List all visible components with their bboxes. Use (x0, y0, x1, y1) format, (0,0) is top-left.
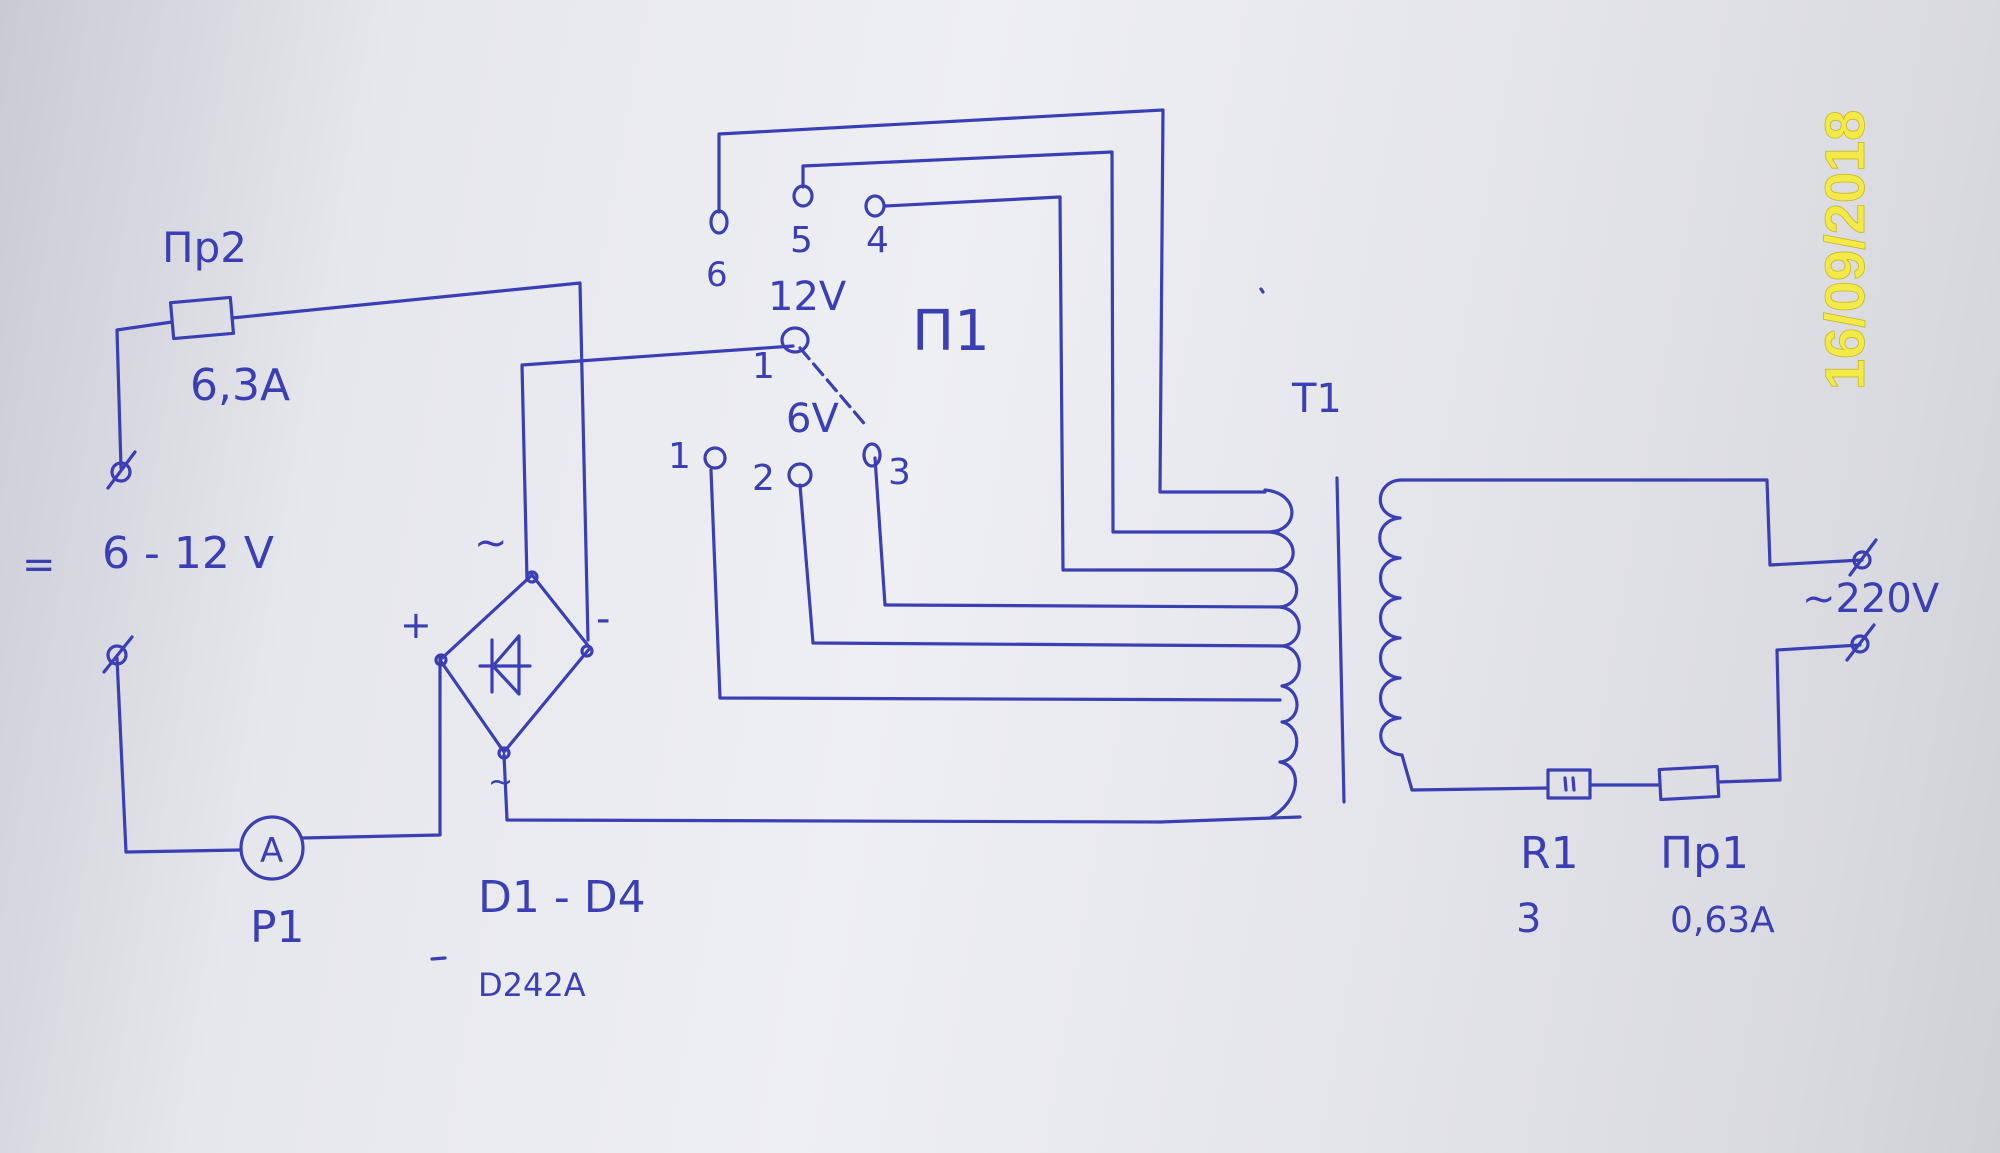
bridge-ac-top-label: ~ (474, 520, 508, 566)
switch-common-contact (780, 326, 810, 354)
diode-bridge (438, 573, 592, 754)
switch-contact-5 (792, 184, 814, 208)
fuse1-name-label: Пр1 (1660, 828, 1749, 879)
wire-fuse2-right-to-bridge (230, 281, 590, 642)
switch-12v-label: 12V (768, 274, 847, 320)
resistor-name-label: R1 (1520, 828, 1579, 879)
bridge-ac-bottom-label: ~ (488, 765, 513, 800)
mains-terminal-2-slash (1845, 623, 1876, 662)
switch-contact-1 (703, 446, 727, 470)
switch-contact-4 (864, 194, 886, 218)
resistor-value-label: 3 (1516, 896, 1541, 942)
contact-5-label: 5 (790, 220, 813, 261)
wire-output-minus (115, 656, 242, 854)
switch-contact-3 (862, 442, 882, 468)
transformer-core (1335, 476, 1346, 804)
diode-symbol (478, 634, 532, 696)
date-stamp-text: 16/09/2018 (1813, 110, 1876, 390)
wire-ammeter-to-bridge (300, 655, 442, 840)
bridge-node-left (434, 653, 448, 667)
stray-mark (1259, 287, 1265, 294)
resistor-r1 (1546, 768, 1592, 800)
switch-contact-2 (787, 462, 813, 488)
switch-contact-6 (709, 209, 729, 235)
bridge-node-top (525, 570, 539, 584)
wire-fuse1-to-mains (1716, 643, 1862, 784)
contact-6-label: 6 (706, 255, 728, 295)
ammeter-name-label: P1 (250, 902, 305, 953)
wire-fuse2-left (115, 320, 174, 470)
output-terminal-plus (110, 461, 132, 483)
fuse-pr2 (168, 295, 236, 341)
wire-contact1 (709, 468, 1282, 702)
switch-common-label: 1 (752, 346, 775, 387)
switch-name-label: П1 (912, 299, 990, 364)
bridge-type-label: D242A (478, 966, 586, 1004)
bridge-plus-label: + (400, 603, 432, 647)
resistor-r1-marks (1563, 776, 1576, 792)
stray-mark-2 (430, 956, 447, 961)
contact-1-label: 1 (668, 436, 691, 477)
wire-contact6 (717, 108, 1267, 494)
contact-4-label: 4 (866, 220, 889, 261)
wire-contact2 (798, 483, 1289, 648)
ammeter-symbol-label: A (260, 831, 283, 871)
mains-voltage-label: ~220V (1802, 576, 1940, 622)
dc-symbol-label: = (22, 542, 56, 588)
wire-bridge-ac-to-switch (520, 344, 795, 582)
date-stamp: 16/09/2018 (1813, 109, 1877, 390)
wire-contact5 (801, 150, 1280, 534)
terminal-minus-slash (102, 635, 134, 674)
fuse2-rating-label: 6,3А (190, 360, 290, 411)
wire-primary-bottom (1400, 753, 1550, 792)
fuse-pr1 (1657, 764, 1721, 802)
wiring (115, 108, 1864, 854)
bridge-minus-label: - (596, 596, 610, 642)
mains-terminal-1-slash (1848, 538, 1878, 577)
wire-bridge-ac-to-transformer (502, 753, 1302, 824)
switch-6v-label: 6V (786, 396, 839, 442)
ammeter-p1 (239, 815, 305, 881)
fuse1-rating-label: 0,63А (1670, 900, 1775, 941)
transformer-primary-winding (1378, 478, 1404, 757)
bridge-node-bottom (497, 746, 511, 760)
wire-contact4 (883, 195, 1284, 572)
bridge-name-label: D1 - D4 (478, 872, 646, 923)
contact-2-label: 2 (752, 458, 775, 499)
fuse2-name-label: Пр2 (162, 223, 247, 272)
output-terminal-minus (106, 644, 128, 666)
mains-terminal-1 (1852, 550, 1872, 570)
labels: Пр2 6,3А = 6 - 12 V + - ~ ~ A P1 D1 - D4… (22, 220, 1940, 1004)
wire-primary-top (1400, 478, 1864, 567)
terminal-plus-slash (106, 450, 137, 490)
output-voltage-label: 6 - 12 V (102, 528, 274, 579)
transformer-name-label: T1 (1291, 376, 1342, 422)
wire-contact3 (873, 456, 1287, 609)
contact-3-label: 3 (888, 452, 911, 493)
mains-terminal-2 (1850, 634, 1870, 654)
transformer-secondary-winding (1263, 488, 1301, 820)
switch-link (798, 346, 870, 430)
bridge-node-right (580, 644, 594, 658)
